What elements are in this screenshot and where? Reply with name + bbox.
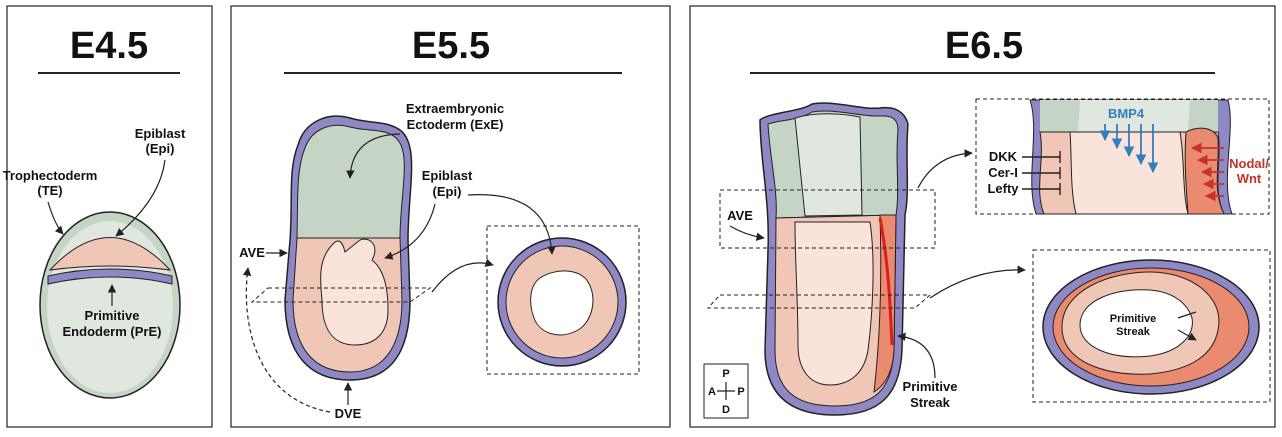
exe-center-band [795,114,862,216]
primitive-endoderm-label: Primitive [85,308,140,323]
compass-p-top: P [722,368,729,380]
bmp4-label: BMP4 [1108,106,1145,121]
panel-title: E4.5 [70,25,148,67]
trophectoderm-label: Trophectoderm [3,168,98,183]
compass-p-right: P [737,386,744,398]
trophectoderm-abbr: (TE) [37,183,62,198]
extraembryonic-ectoderm [297,125,404,238]
epiblast-label: Epiblast [422,168,473,183]
inhibition-bars [1022,151,1060,195]
ave-label: AVE [727,208,753,223]
egg-cylinder-e6-5 [760,103,908,415]
nodal-label: Nodal/ [1229,156,1269,171]
axis-compass: P A P D [704,364,748,418]
panel-e4-5: E4.5 Trophectoderm (TE) Epiblast (Epi) P… [3,6,212,427]
exe-label: Extraembryonic [406,101,504,116]
panel-e5-5: E5.5 Extraembryonic Ectoderm (ExE) Epibl… [231,6,670,427]
streak-inset-label: Primitive [1110,313,1156,325]
compass-d: D [722,404,730,416]
epiblast-label: Epiblast [135,126,186,141]
dkk-label: DKK [989,149,1018,164]
egg-cylinder [285,116,412,380]
cer-label: Cer-I [988,165,1018,180]
dve-label: DVE [335,406,362,421]
epiblast-abbr: (Epi) [146,141,175,156]
nodal-label-2: Wnt [1237,171,1262,186]
ave-label: AVE [239,245,265,260]
primitive-streak-label: Primitive [903,379,958,394]
streak-inset-label-2: Streak [1116,326,1151,338]
blastocyst [40,212,180,398]
lefty-label: Lefty [987,181,1019,196]
exe-label-2: Ectoderm (ExE) [407,117,504,132]
primitive-streak-label-2: Streak [910,395,951,410]
primitive-endoderm-label-2: Endoderm (PrE) [63,324,162,339]
compass-a: A [708,386,716,398]
panel-title: E6.5 [945,25,1023,67]
cross-section-cavity [531,271,593,335]
panel-title: E5.5 [412,25,490,67]
panel-e6-5: E6.5 BMP4 [690,6,1275,427]
proamniotic-cavity [795,222,873,385]
epiblast-abbr: (Epi) [433,184,462,199]
